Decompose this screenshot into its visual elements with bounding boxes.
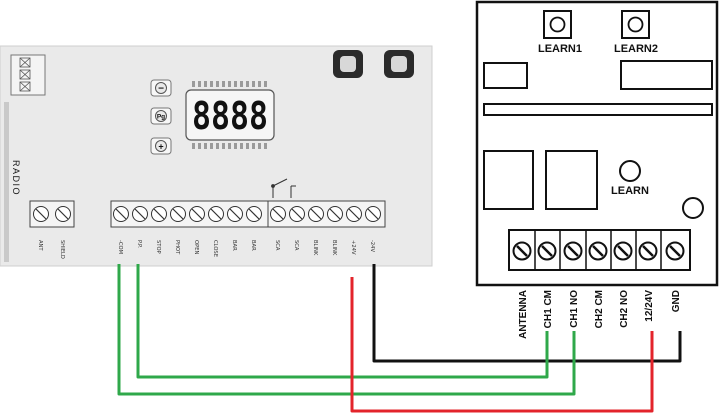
connector-block — [10, 54, 46, 96]
receiver-board: LEARN1 LEARN2 LEARN — [475, 0, 719, 287]
seven-segment-display: 8888 — [185, 81, 275, 149]
svg-text:+: + — [158, 142, 163, 152]
component-strip — [483, 103, 713, 116]
wire-red-plus24v-to-12-24v — [350, 277, 654, 413]
relay-2 — [545, 150, 598, 210]
svg-text:−: − — [158, 84, 164, 95]
svg-text:BAR: BAR — [231, 240, 237, 251]
controller-board: RADIO − Pg + — [0, 45, 433, 267]
svg-text:GND: GND — [671, 290, 682, 312]
learn-button[interactable] — [619, 160, 641, 182]
learn-label: LEARN — [611, 185, 649, 197]
svg-text:SCA: SCA — [293, 240, 299, 251]
svg-text:CH2 NO: CH2 NO — [619, 290, 630, 328]
svg-text:+24V: +24V — [350, 240, 356, 255]
relay-1 — [483, 150, 534, 210]
svg-text:OPEN: OPEN — [193, 240, 199, 254]
svg-text:PHOT: PHOT — [174, 240, 180, 255]
radio-label: RADIO — [11, 160, 21, 196]
svg-text:P.P.: P.P. — [136, 240, 142, 248]
svg-text:SHIELD: SHIELD — [59, 240, 65, 259]
status-led — [682, 197, 704, 219]
wire-green-com-to-ch1no — [117, 264, 576, 396]
radio-slot — [4, 102, 9, 262]
terminal-block-main — [110, 200, 386, 228]
svg-text:-COM: -COM — [117, 240, 123, 254]
svg-text:CLOSE: CLOSE — [212, 240, 218, 257]
component-wide — [620, 60, 713, 90]
plus-button[interactable]: + — [150, 137, 172, 155]
svg-text:-24V: -24V — [369, 240, 375, 252]
wire-black-minus24v-to-gnd — [372, 264, 682, 363]
svg-text:ANTENNA: ANTENNA — [518, 290, 529, 339]
svg-text:12/24V: 12/24V — [644, 290, 655, 322]
terminal-block-antenna — [29, 200, 75, 228]
svg-text:Pg: Pg — [157, 114, 165, 121]
svg-text:SCA: SCA — [274, 240, 280, 251]
svg-text:CH1 CM: CH1 CM — [543, 290, 554, 328]
receiver-terminal-labels: ANTENNA CH1 CM CH1 NO CH2 CM CH2 NO 12/2… — [518, 290, 682, 339]
display-digits: 8888 — [192, 94, 268, 138]
receiver-terminal-block — [508, 229, 691, 271]
terminal-labels-antenna: ANT SHIELD — [37, 240, 65, 259]
learn2-label: LEARN2 — [614, 43, 658, 55]
relay-symbol — [271, 178, 296, 198]
component-small — [483, 62, 528, 89]
svg-text:ANT: ANT — [37, 240, 43, 251]
wires — [117, 264, 682, 413]
svg-text:CH1 NO: CH1 NO — [569, 290, 580, 328]
learn1-button[interactable] — [543, 10, 572, 39]
svg-text:STOP: STOP — [155, 240, 161, 254]
svg-text:BLINK: BLINK — [312, 240, 318, 256]
learn1-label: LEARN1 — [538, 43, 582, 55]
svg-text:BLINK: BLINK — [331, 240, 337, 256]
wire-green-pp-to-ch1cm — [136, 264, 549, 379]
minus-button[interactable]: − — [150, 79, 172, 97]
svg-text:BAR: BAR — [250, 240, 256, 251]
pg-button[interactable]: Pg — [150, 107, 172, 125]
learn2-button[interactable] — [621, 10, 650, 39]
svg-text:CH2 CM: CH2 CM — [594, 290, 605, 328]
terminal-labels-main: -COM P.P. STOP PHOT OPEN CLOSE BAR BAR S… — [117, 240, 375, 257]
